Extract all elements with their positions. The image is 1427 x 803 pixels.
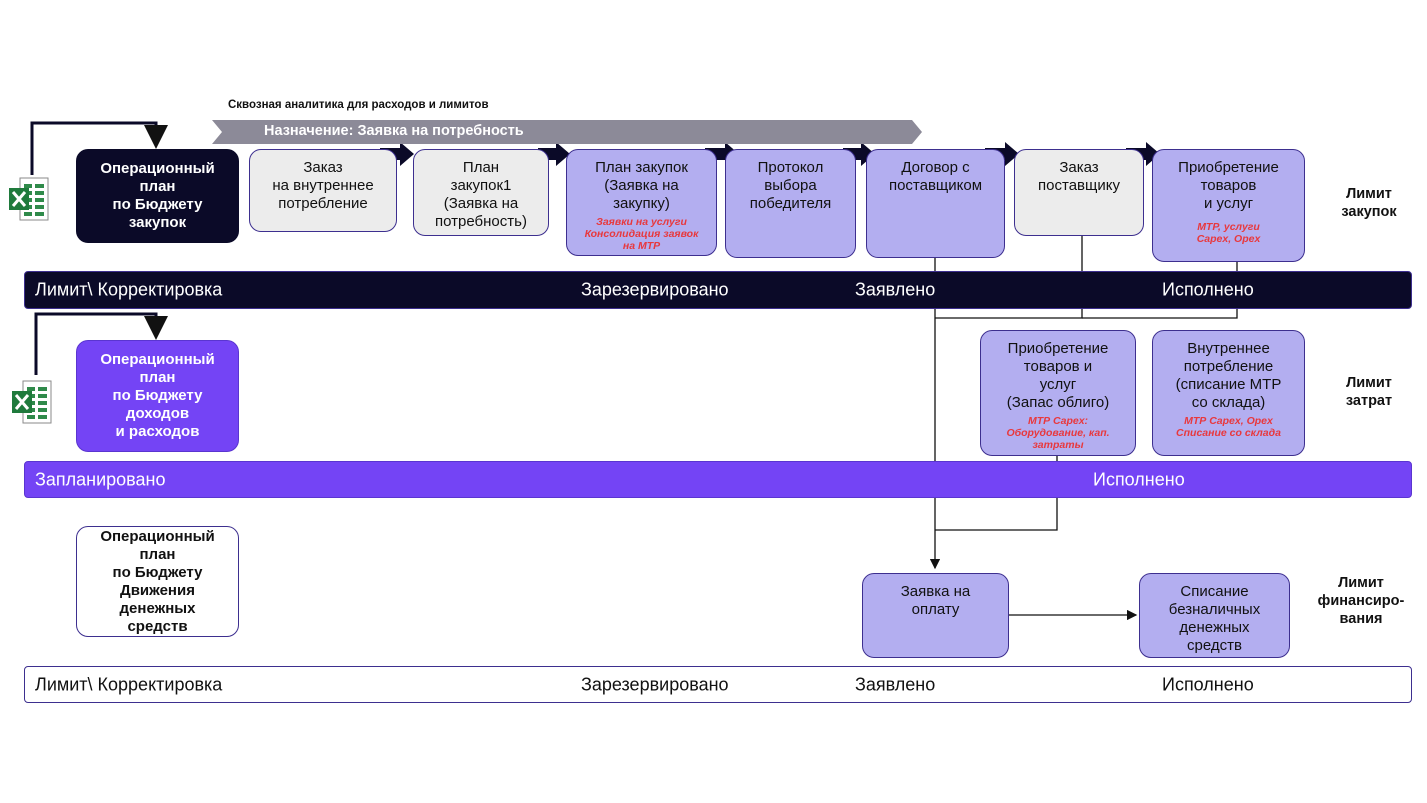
process-step-note: Заявки на услуги Консолидация заявок на … — [584, 216, 699, 252]
bar-label: Зарезервировано — [581, 279, 729, 300]
cost-box-label: Приобретение товаров и услуг (Запас обли… — [1006, 340, 1110, 411]
bar-label: Исполнено — [1162, 279, 1254, 300]
bar-label: Исполнено — [1162, 674, 1254, 694]
process-step-label: Приобретение товаров и услуг — [1178, 159, 1279, 212]
feedback-arrow-purchase — [30, 121, 168, 175]
limit-cost-label: Лимит затрат — [1345, 375, 1393, 409]
plan-income-label: Операционный план по Бюджету доходов и р… — [100, 351, 215, 440]
bar-label: Запланировано — [35, 469, 166, 489]
process-step-label: Протокол выбора победителя — [749, 159, 832, 212]
bar-label: Лимит\ Корректировка — [35, 279, 223, 300]
finance-payment-request: Заявка на оплату — [862, 573, 1009, 658]
bar-label: Исполнено — [1093, 469, 1185, 489]
cost-acquisition-stock: Приобретение товаров и услуг (Запас обли… — [980, 330, 1136, 456]
diagram-subtitle: Сквозная аналитика для расходов и лимито… — [228, 99, 489, 111]
plan-purchase-budget: Операционный план по Бюджету закупок — [76, 149, 239, 243]
plan-cash-label: Операционный план по Бюджету Движения де… — [100, 527, 215, 635]
finance-limit-bar: Лимит\ Корректировка Зарезервировано Зая… — [24, 666, 1412, 703]
process-step-label: План закупок (Заявка на закупку) — [595, 159, 688, 212]
process-step-note: МТР, услуги Capex, Opex — [1196, 221, 1261, 245]
purchase-limit-bar: Лимит\ Корректировка Зарезервировано Зая… — [24, 271, 1412, 309]
finance-box-label: Заявка на оплату — [900, 583, 971, 618]
bar-label: Зарезервировано — [581, 674, 729, 694]
process-step-internal-order: Заказ на внутреннее потребление — [249, 149, 397, 232]
purpose-banner: Назначение: Заявка на потребность — [212, 120, 922, 144]
limit-finance-label: Лимит финансиро- вания — [1317, 575, 1405, 627]
process-step-supplier-order: Заказ поставщику — [1014, 149, 1144, 236]
plan-income-budget: Операционный план по Бюджету доходов и р… — [76, 340, 239, 452]
feedback-arrow-income — [34, 312, 168, 375]
process-step-supplier-contract: Договор с поставщиком — [866, 149, 1005, 258]
finance-box-label: Списание безналичных денежных средств — [1168, 583, 1261, 654]
cost-internal-consumption: Внутреннее потребление (списание МТР со … — [1152, 330, 1305, 456]
finance-cash-writeoff: Списание безналичных денежных средств — [1139, 573, 1290, 658]
process-step-winner-protocol: Протокол выбора победителя — [725, 149, 856, 258]
bar-label: Заявлено — [855, 674, 936, 694]
process-step-label: Договор с поставщиком — [888, 159, 983, 194]
excel-icon — [9, 177, 49, 221]
cost-box-label: Внутреннее потребление (списание МТР со … — [1175, 340, 1282, 411]
process-step-label: Заказ поставщику — [1038, 159, 1120, 194]
process-step-label: План закупок1 (Заявка на потребность) — [435, 159, 527, 230]
limit-purchase-label: Лимит закупок — [1341, 186, 1397, 220]
process-step-purchase-plan-1: План закупок1 (Заявка на потребность) — [413, 149, 549, 236]
plan-purchase-label: Операционный план по Бюджету закупок — [100, 160, 215, 231]
excel-icon — [12, 380, 52, 424]
cost-box-note: МТР Capex: Оборудование, кап. затраты — [1006, 415, 1110, 451]
cost-box-note: МТР Capex, Opex Списание со склада — [1176, 415, 1281, 439]
process-step-purchase-plan: План закупок (Заявка на закупку) Заявки н… — [566, 149, 717, 256]
process-step-label: Заказ на внутреннее потребление — [272, 159, 374, 212]
bar-label: Заявлено — [855, 279, 936, 300]
plan-cash-budget: Операционный план по Бюджету Движения де… — [76, 526, 239, 637]
purpose-banner-label: Назначение: Заявка на потребность — [264, 123, 524, 139]
cost-limit-bar: Запланировано Исполнено — [24, 461, 1412, 498]
bar-label: Лимит\ Корректировка — [35, 674, 223, 694]
